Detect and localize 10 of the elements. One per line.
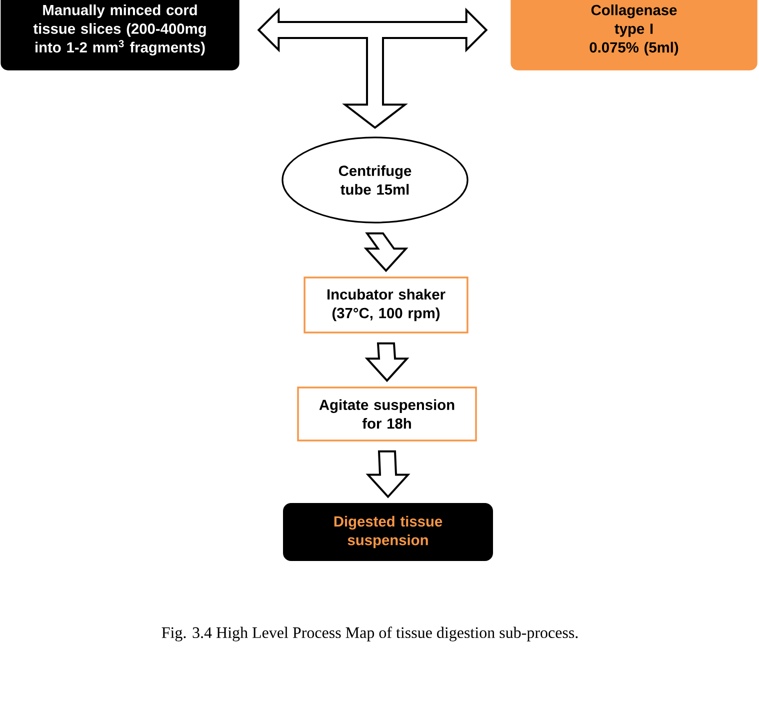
block-arrow [257,8,488,129]
process-box: Agitate suspension for 18h [297,386,477,442]
block-arrow [366,450,410,498]
process-box: Manually minced cord tissue slices (200-400mg into 1-2 mm$^{3}$ fragments) [0,0,241,72]
block-arrow [364,342,410,382]
caption: Fig. 3.4 High Level Process Map of tissue digestion sub-process. [162,626,578,642]
process-box: Incubator shaker (37°C, 100 rpm) [304,276,468,334]
result-box: Digested tissue suspension [283,503,493,561]
block-arrow [364,232,408,272]
process-box: Collagenase type I 0.075% (5ml) [509,0,759,72]
